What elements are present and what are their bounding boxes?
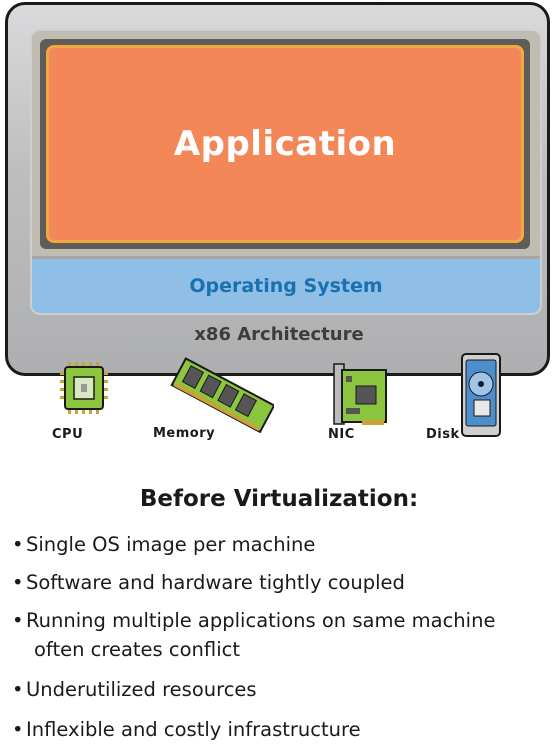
disk-label: Disk	[426, 427, 460, 442]
bullet-item: •Underutilized resources	[12, 675, 257, 704]
bullet-text-continued: often creates conflict	[34, 638, 240, 661]
memory-label: Memory	[153, 426, 216, 441]
application-label: Application	[173, 124, 397, 164]
bullet-text: Underutilized resources	[26, 678, 257, 701]
bullet-text: Inflexible and costly infrastructure	[26, 718, 361, 741]
bullet-text: Running multiple applications on same ma…	[26, 609, 496, 632]
bullet-dot: •	[12, 678, 24, 701]
architecture-label: x86 Architecture	[194, 324, 364, 345]
bullet-item: •Running multiple applications on same m…	[12, 606, 495, 664]
bullet-dot: •	[12, 533, 24, 556]
application-layer: Application	[46, 45, 524, 243]
bullet-text: Single OS image per machine	[26, 533, 316, 556]
bullet-dot: •	[12, 609, 24, 632]
bullet-item: •Inflexible and costly infrastructure	[12, 715, 361, 744]
cpu-label: CPU	[52, 427, 84, 442]
bullet-item: •Software and hardware tightly coupled	[12, 568, 405, 597]
application-frame: Application	[32, 31, 540, 259]
bullet-dot: •	[12, 718, 24, 741]
operating-system-layer: Application Operating System	[30, 29, 542, 315]
nic-label: NIC	[328, 427, 355, 442]
network-card-icon	[333, 363, 387, 425]
hard-disk-icon	[461, 353, 501, 437]
section-heading: Before Virtualization:	[139, 486, 419, 512]
memory-module-icon	[170, 357, 274, 434]
bullet-dot: •	[12, 571, 24, 594]
bullet-text: Software and hardware tightly coupled	[26, 571, 405, 594]
bullet-item: •Single OS image per machine	[12, 530, 315, 559]
cpu-chip-icon	[60, 362, 108, 414]
machine-box: Application Operating System	[5, 2, 550, 376]
operating-system-label: Operating System	[189, 275, 383, 297]
